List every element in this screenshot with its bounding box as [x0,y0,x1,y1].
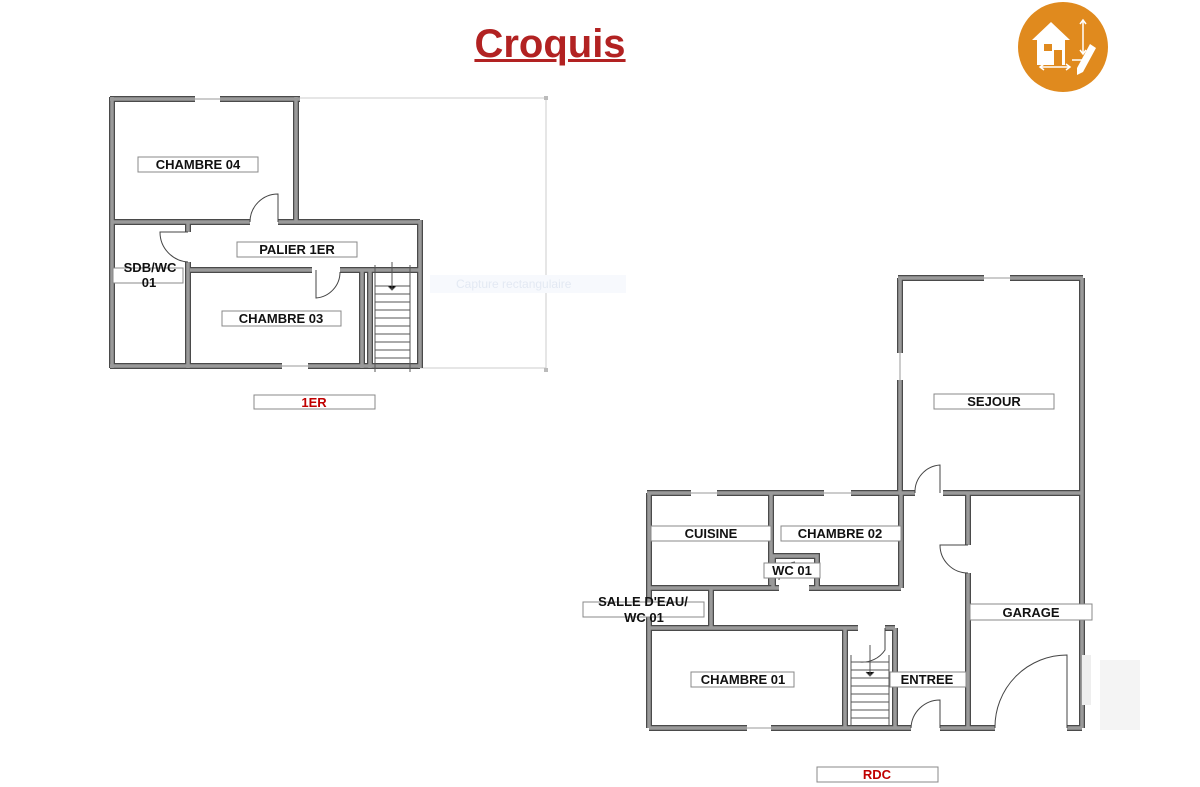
room-label-palier-1er: PALIER 1ER [236,241,358,258]
staircase-first-floor [374,262,411,372]
room-label-cuisine: CUISINE [650,525,772,542]
room-label-entree: ENTREE [889,671,967,688]
svg-text:WC 01: WC 01 [772,563,812,578]
room-label-chambre-02: CHAMBRE 02 [780,525,902,542]
svg-text:PALIER 1ER: PALIER 1ER [259,242,335,257]
room-label-salle-d-eau-wc-01: SALLE D'EAU/ WC 01 [582,594,705,625]
svg-text:CUISINE: CUISINE [685,526,738,541]
svg-text:CHAMBRE 02: CHAMBRE 02 [798,526,883,541]
svg-text:SEJOUR: SEJOUR [967,394,1021,409]
floor-label-rdc: RDC [816,766,939,783]
room-label-garage: GARAGE [969,603,1093,621]
watermark-fragment [1082,655,1140,730]
svg-text:1ER: 1ER [301,395,327,410]
house-plan-pencil-icon [1018,2,1108,92]
svg-text:WC 01: WC 01 [624,610,664,625]
staircase-ground-floor [850,645,890,726]
room-label-chambre-03: CHAMBRE 03 [221,310,342,327]
room-label-wc-01: WC 01 [763,562,821,579]
svg-text:CHAMBRE 03: CHAMBRE 03 [239,311,324,326]
selection-rectangle [300,96,548,372]
room-label-chambre-01: CHAMBRE 01 [690,671,795,688]
svg-text:SDB/WC: SDB/WC [124,260,177,275]
capture-tooltip-text: Capture rectangulaire [456,277,572,291]
svg-text:SALLE D'EAU/: SALLE D'EAU/ [598,594,688,609]
svg-text:01: 01 [142,275,156,290]
walls [110,97,1083,728]
room-label-sdb-wc-01: SDB/WC 01 [112,260,184,290]
capture-tooltip: Capture rectangulaire [430,275,626,293]
svg-text:CHAMBRE 04: CHAMBRE 04 [156,157,241,172]
svg-text:ENTREE: ENTREE [901,672,954,687]
windows [195,98,1010,729]
room-label-sejour: SEJOUR [933,393,1055,410]
floor-label-1er: 1ER [253,394,376,410]
page-title: Croquis [474,22,626,66]
svg-text:RDC: RDC [863,767,892,782]
svg-text:CHAMBRE 01: CHAMBRE 01 [701,672,786,687]
doors [159,193,1068,729]
svg-text:GARAGE: GARAGE [1002,605,1059,620]
room-label-chambre-04: CHAMBRE 04 [137,156,259,173]
